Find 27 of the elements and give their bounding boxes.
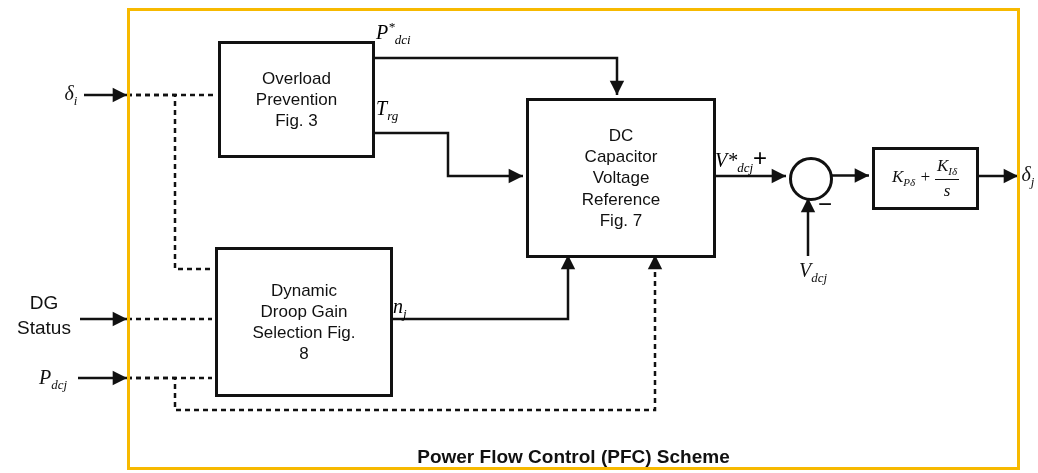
arrow	[78, 370, 128, 386]
signal-label: P$_{dcj}$	[38, 364, 68, 394]
process-block	[526, 98, 716, 258]
fraction-numerator: K$_{Iδ}$	[934, 155, 960, 181]
pi-controller-block	[872, 147, 979, 210]
fraction-denominator: s	[943, 180, 951, 202]
block-label: Overload Prevention Fig. 3	[254, 67, 339, 132]
arrow	[84, 87, 128, 103]
process-block	[218, 41, 375, 158]
signal-label: δ$_{i}$	[64, 80, 78, 110]
edge-label: V*$_{dcj}$	[715, 150, 754, 174]
arrow	[830, 168, 870, 183]
scheme-frame	[127, 8, 1020, 470]
signal-label: δ$_{j}$	[1021, 161, 1035, 191]
input-label: DG Status	[8, 291, 80, 341]
frame-title: Power Flow Control (PFC) Scheme	[417, 445, 730, 469]
block-label: Dynamic Droop Gain Selection Fig. 8	[251, 279, 357, 365]
arrow	[80, 311, 128, 327]
summing-junction	[789, 157, 833, 201]
signal-label: V$_{dcj}$	[798, 257, 828, 287]
block-label: DC Capacitor Voltage Reference Fig. 7	[580, 124, 662, 232]
sign-label: +	[753, 146, 767, 170]
gain-term: K$_{Pδ}$ +	[891, 166, 931, 191]
edge-label: T$_{rg}$	[376, 98, 399, 122]
edge-label: n$_{j}$	[393, 296, 407, 320]
process-block	[215, 247, 393, 397]
sign-label: −	[818, 192, 832, 216]
